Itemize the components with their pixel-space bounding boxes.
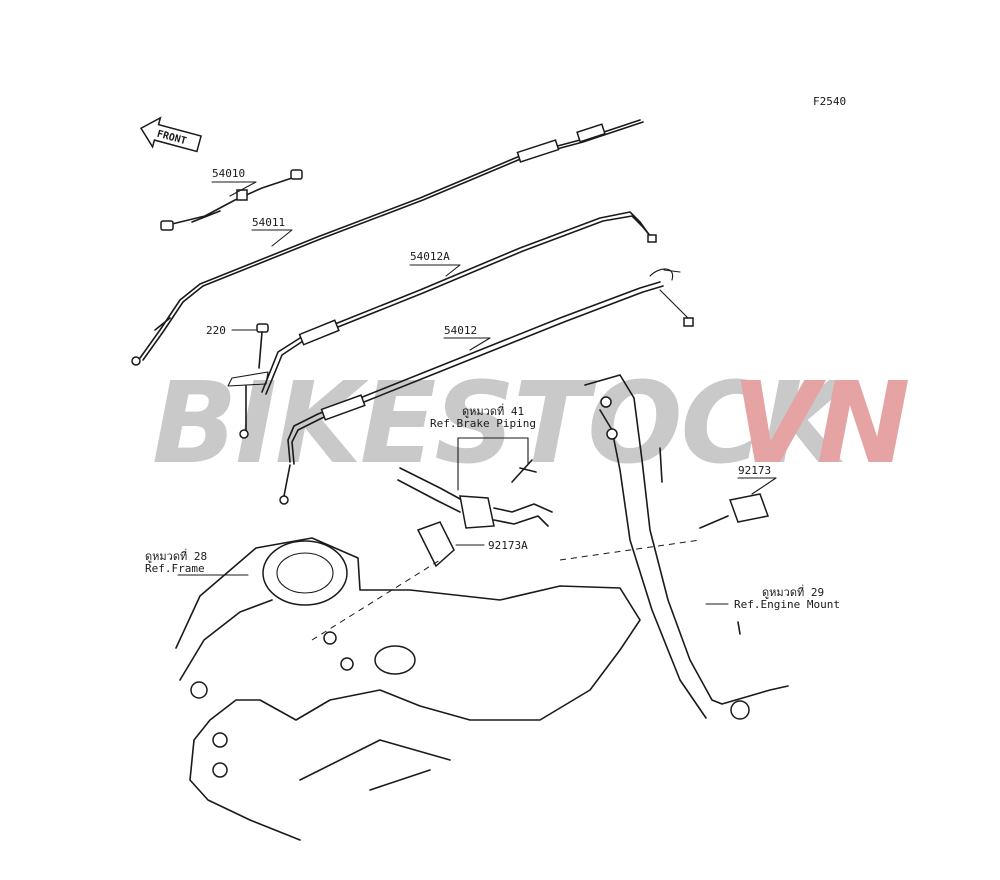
ref-brake-piping-line2[interactable]: Ref.Brake Piping: [430, 417, 536, 430]
cable-54012A: [227, 211, 657, 439]
ref-frame-line2[interactable]: Ref.Frame: [145, 562, 205, 575]
bolt-220: [256, 323, 269, 369]
watermark-text-1: BIKESTOCK: [152, 359, 855, 489]
leader-lines: [177, 181, 777, 605]
part-label-220[interactable]: 220: [206, 324, 226, 337]
ref-frame-line1: ดูหมวดที่ 28: [145, 548, 207, 563]
part-label-54012A[interactable]: 54012A: [410, 250, 450, 263]
ref-brake-piping-line1: ดูหมวดที่ 41: [462, 403, 524, 418]
ref-engine-mount-line2[interactable]: Ref.Engine Mount: [734, 598, 840, 611]
reference-labels: ดูหมวดที่ 41 Ref.Brake Piping ดูหมวดที่ …: [145, 403, 840, 611]
cable-54010: [160, 169, 303, 231]
part-label-92173[interactable]: 92173: [738, 464, 771, 477]
brake-piping-clamp: [397, 459, 553, 568]
cable-54011: [131, 119, 644, 366]
cable-54012: [279, 268, 694, 505]
part-label-92173A[interactable]: 92173A: [488, 539, 528, 552]
ref-engine-mount-line1: ดูหมวดที่ 29: [762, 584, 824, 599]
engine-mount-bracket: [559, 374, 789, 720]
watermark: BIKESTOCK VN: [152, 359, 911, 489]
part-labels: 54010 54011 54012A 220 54012 92173 92173…: [206, 167, 771, 552]
watermark-text-2: VN: [732, 359, 909, 489]
part-label-54012[interactable]: 54012: [444, 324, 477, 337]
part-label-54010[interactable]: 54010: [212, 167, 245, 180]
frame-section: [175, 537, 641, 841]
figure-code: F2540: [813, 95, 846, 108]
front-arrow-icon: FRONT: [139, 116, 202, 153]
part-label-54011[interactable]: 54011: [252, 216, 285, 229]
